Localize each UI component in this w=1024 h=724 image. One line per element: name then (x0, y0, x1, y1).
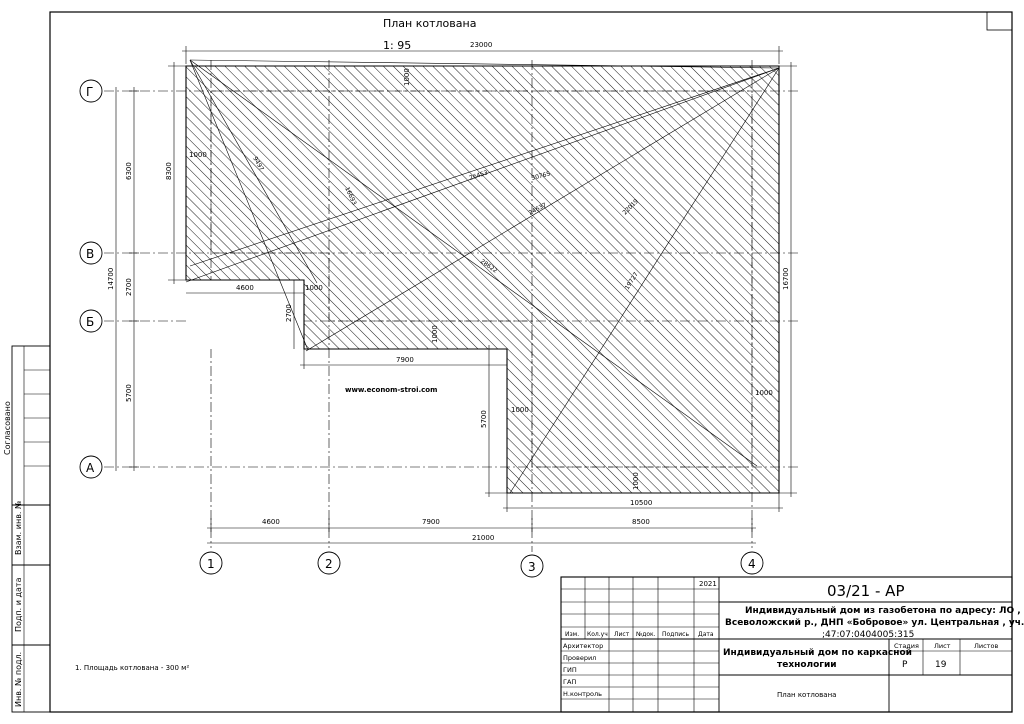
dim-left-inner: 8300 (165, 162, 173, 180)
header-sign: Подпись (662, 631, 689, 638)
diagonal-lines (185, 59, 780, 494)
dim-bottom-2: 7900 (422, 518, 440, 526)
sheet-name: План котлована (777, 691, 836, 699)
axis-label-row-a: А (86, 461, 95, 475)
sheet-header: Лист (934, 642, 951, 650)
dim-step-5700: 5700 (480, 410, 488, 428)
title-block (560, 576, 1013, 713)
offset-5: 1000 (511, 406, 529, 414)
dimension-lines (115, 46, 797, 544)
axis-bubble-col-1 (199, 551, 223, 575)
side-label-agreed: Согласовано (3, 401, 12, 455)
offset-7: 1000 (632, 472, 640, 490)
offset-6: 1000 (755, 389, 773, 397)
stage-header: Стадия (894, 642, 919, 650)
axis-bubble-col-3 (520, 554, 544, 578)
header-list: Лист (614, 631, 630, 638)
axis-label-col-3: 3 (528, 560, 536, 574)
axis-bubble-row-b (79, 309, 103, 333)
dim-bottom-1: 4600 (262, 518, 280, 526)
sheet-value: 19 (935, 660, 947, 670)
drawing-scale: 1: 95 (383, 39, 411, 52)
axis-label-row-v: В (86, 247, 94, 261)
axis-bubble-col-4 (740, 551, 764, 575)
axis-bubble-row-a (79, 455, 103, 479)
axis-bubble-col-2 (317, 551, 341, 575)
dim-left-3: 5700 (125, 384, 133, 402)
axis-label-row-g: Г (86, 85, 93, 99)
title-code: 03/21 - АР (827, 582, 904, 600)
sub-title-line-1: Индивидуальный дом по каркасной (723, 648, 912, 658)
dim-bottom-wing: 10500 (630, 499, 652, 507)
dim-top-total: 23000 (470, 41, 492, 49)
axis-label-col-2: 2 (325, 557, 333, 571)
role-architect: Архитектор (563, 642, 603, 650)
offset-4: 1000 (431, 325, 439, 343)
foundation-outline (210, 90, 753, 468)
header-date: Дата (698, 631, 714, 638)
axis-label-col-1: 1 (207, 557, 215, 571)
dim-right-total: 16700 (782, 268, 790, 290)
title-year: 2021 (699, 580, 717, 588)
header-izm: Изм. (565, 631, 579, 638)
side-label-replace: Взам. инв. № (14, 500, 23, 555)
dim-step-2700: 2700 (285, 304, 293, 322)
axis-label-row-b: Б (86, 315, 94, 329)
offset-2: 1000 (189, 151, 207, 159)
side-label-sign-date: Подп. и дата (14, 577, 23, 632)
dim-bottom-3: 8500 (632, 518, 650, 526)
side-label-inv-no: Инв. № подл. (14, 652, 23, 707)
axis-bubbles (79, 79, 764, 578)
diag-label-4: 30765 (531, 170, 551, 181)
role-gip: ГИП (563, 666, 577, 674)
area-note: 1. Площадь котлована - 300 м² (75, 664, 189, 672)
drawing-title: План котлована (383, 17, 476, 30)
dim-step-7900: 7900 (396, 356, 414, 364)
stage-value: Р (902, 660, 908, 670)
axis-bubble-row-v (79, 241, 103, 265)
side-stamp: Согласовано Взам. инв. № Подп. и дата Ин… (3, 345, 51, 713)
axis-label-col-4: 4 (748, 557, 756, 571)
dim-bottom-total: 21000 (472, 534, 494, 542)
dim-left-1: 6300 (125, 162, 133, 180)
project-name-line-3: ;47:07:0404005:315 (822, 630, 914, 640)
dim-step-4600: 4600 (236, 284, 254, 292)
website-label: www.econom-stroi.com (345, 386, 437, 394)
axis-bubble-row-g (79, 79, 103, 103)
sheets-header: Листов (974, 642, 998, 650)
role-gap: ГАП (563, 678, 576, 686)
corner-box (986, 11, 1013, 31)
dim-left-total: 14700 (107, 268, 115, 290)
header-doc: №док. (636, 631, 656, 638)
role-norm: Н.контроль (563, 690, 602, 698)
project-name-line-1: Индивидуальный дом из газобетона по адре… (745, 605, 1021, 616)
sub-title-line-2: технологии (777, 660, 837, 670)
header-kol: Кол.уч (587, 631, 608, 638)
offset-1: 1000 (403, 68, 411, 86)
offset-3: 1000 (305, 284, 323, 292)
role-checked: Проверил (563, 654, 596, 662)
dim-left-2: 2700 (125, 278, 133, 296)
project-name-line-2: Всеволожский р., ДНП «Бобровое» ул. Цент… (725, 617, 1024, 628)
